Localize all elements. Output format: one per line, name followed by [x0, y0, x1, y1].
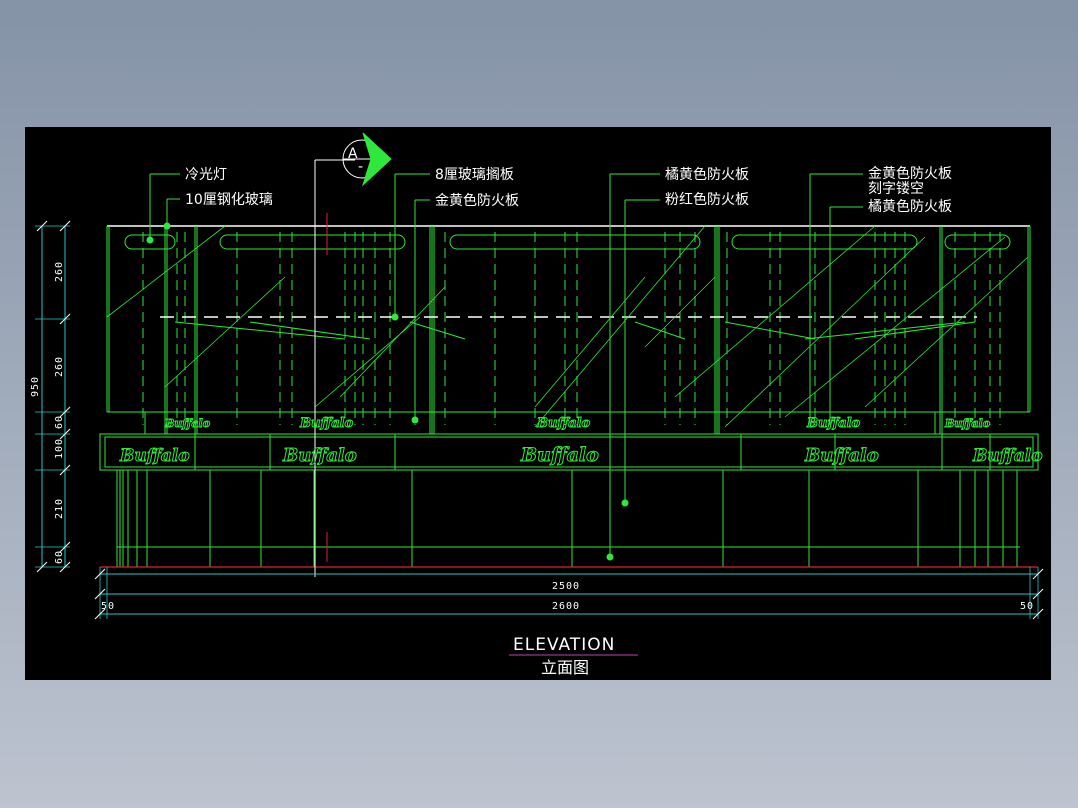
dim-tick — [94, 608, 106, 620]
dim-tick — [59, 561, 71, 573]
elevation-drawing: 冷光灯 10厘钢化玻璃 8厘玻璃搁板 金黄色防火板 橘黄色防火板 粉红色防火板 … — [30, 132, 1044, 677]
cold-light-tube — [449, 234, 701, 250]
glass-reflection — [314, 316, 421, 408]
logo-band-inner — [104, 436, 1034, 468]
dim-tick — [1032, 568, 1044, 580]
dim-60-top: 60 — [54, 415, 65, 429]
leader-dot — [391, 313, 399, 321]
cad-drawing-viewport[interactable]: 冷光灯 10厘钢化玻璃 8厘玻璃搁板 金黄色防火板 橘黄色防火板 粉红色防火板 … — [25, 127, 1051, 680]
section-marker-arrow — [361, 132, 392, 187]
shelf-bracket — [804, 321, 966, 340]
label-orange-board-2: 橘黄色防火板 — [868, 198, 952, 215]
label-pink-board: 粉红色防火板 — [665, 191, 749, 208]
glass-reflection — [534, 276, 646, 408]
label-tempered-glass: 10厘钢化玻璃 — [185, 191, 273, 208]
shelf-bracket — [854, 321, 976, 340]
shelf-bracket — [409, 321, 466, 340]
dim-100: 100 — [54, 438, 65, 459]
leader-dot — [411, 416, 419, 424]
label-gold-board-2: 金黄色防火板 — [868, 165, 952, 182]
leader-dot — [606, 553, 614, 561]
shelf-bracket — [174, 321, 346, 340]
label-gold-board-1: 金黄色防火板 — [435, 192, 519, 209]
dim-tick — [59, 541, 71, 553]
brand-logo-band-5: Buffalo — [972, 446, 1043, 466]
glass-reflection — [784, 236, 1006, 418]
dim-tick — [1032, 608, 1044, 620]
dim-260-lower: 260 — [54, 356, 65, 377]
glass-reflection — [644, 276, 716, 348]
dim-tick — [59, 428, 71, 440]
dim-2500: 2500 — [552, 581, 580, 592]
brand-logo-top-1: Buffalo — [164, 417, 210, 430]
label-cold-light: 冷光灯 — [185, 167, 227, 183]
brand-logo-top-5: Buffalo — [944, 417, 990, 430]
section-marker-letter: A — [348, 146, 358, 162]
dim-50-left: 50 — [101, 601, 115, 612]
dim-tick — [94, 568, 106, 580]
section-marker-sub: - — [358, 159, 363, 175]
dim-2600: 2600 — [552, 601, 580, 612]
cold-light-tube — [944, 234, 1011, 250]
brand-logo-band-1: Buffalo — [119, 446, 190, 466]
cold-light-tube — [219, 234, 406, 250]
label-carved-hollow: 刻字镂空 — [868, 181, 924, 197]
dim-tick — [1032, 588, 1044, 600]
logo-band — [99, 433, 1039, 471]
glass-reflection — [864, 256, 1029, 408]
brand-logo-top-2: Buffalo — [299, 416, 354, 431]
leader-dot — [163, 222, 171, 230]
label-orange-board-1: 橘黄色防火板 — [665, 166, 749, 183]
brand-logo-top-4: Buffalo — [806, 416, 861, 431]
dim-210: 210 — [54, 498, 65, 519]
dim-50-right: 50 — [1020, 601, 1034, 612]
brand-logo-band-2: Buffalo — [282, 445, 357, 466]
brand-logo-top-3: Buffalo — [536, 416, 591, 431]
dim-60-bottom: 60 — [54, 550, 65, 564]
shelf-bracket — [724, 321, 816, 340]
leader-dot — [146, 236, 154, 244]
brand-logo-band-3: Buffalo — [520, 444, 599, 466]
dim-tick — [59, 220, 71, 232]
glass-reflection — [534, 225, 706, 428]
leader-dot — [621, 499, 629, 507]
shelf-bracket — [249, 321, 371, 340]
dim-260-upper: 260 — [54, 261, 65, 282]
glass-reflection — [724, 236, 926, 428]
drawing-title-zh: 立面图 — [541, 658, 589, 677]
glass-reflection — [164, 276, 286, 388]
glass-reflection — [674, 225, 876, 398]
dim-tick — [59, 406, 71, 418]
cold-light-tube — [731, 234, 918, 250]
glass-reflection — [106, 225, 226, 318]
dim-tick — [36, 220, 48, 232]
label-glass-shelf: 8厘玻璃搁板 — [435, 166, 514, 183]
dim-tick — [36, 561, 48, 573]
brand-logo-band-4: Buffalo — [804, 445, 879, 466]
glass-reflection — [339, 286, 446, 398]
dim-tick — [94, 588, 106, 600]
drawing-title-en: ELEVATION — [513, 635, 615, 655]
dim-tick — [59, 464, 71, 476]
dim-total-height: 950 — [30, 376, 41, 397]
drawing-geometry — [35, 132, 1044, 656]
dim-tick — [59, 313, 71, 325]
shelf-bracket — [634, 321, 686, 340]
